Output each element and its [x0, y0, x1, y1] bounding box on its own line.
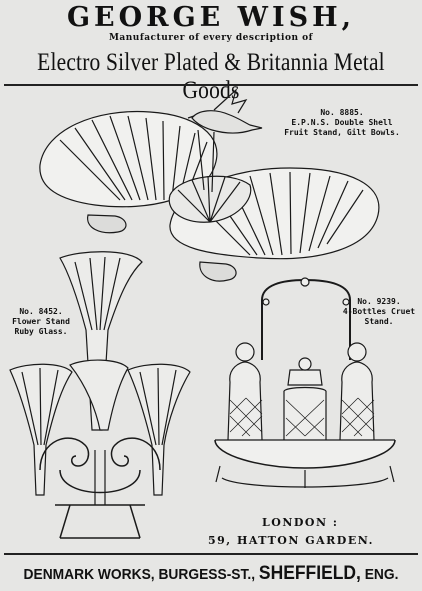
- caption-number: No. 8452.: [19, 307, 63, 316]
- caption-number: No. 9239.: [357, 297, 401, 306]
- caption-flower-stand: No. 8452. Flower Stand Ruby Glass.: [6, 307, 76, 337]
- address-street: 59, HATTON GARDEN.: [208, 534, 374, 547]
- footer-suffix: ENG.: [364, 566, 399, 583]
- footer-town: SHEFFIELD,: [258, 563, 361, 584]
- tagline: Manufacturer of every description of: [108, 33, 314, 43]
- caption-line: 4-Bottles Cruet: [342, 307, 416, 316]
- shell-fruit-stand-illustration: [39, 88, 380, 282]
- header-rule: [4, 84, 418, 86]
- caption-number: No. 8885.: [320, 108, 364, 117]
- caption-cruet-stand: No. 9239. 4-Bottles Cruet Stand.: [340, 297, 418, 327]
- headline: Electro Silver Plated & Britannia Metal …: [37, 49, 385, 104]
- company-name: GEORGE WISH,: [67, 2, 355, 33]
- caption-line: Stand.: [364, 317, 394, 326]
- footer: DENMARK WORKS, BURGESS-ST., SHEFFIELD, E…: [17, 563, 405, 585]
- footer-rule: [4, 553, 418, 555]
- flower-stand-illustration: [9, 251, 191, 539]
- caption-shell-stand: No. 8885. E.P.N.S. Double Shell Fruit St…: [272, 108, 412, 138]
- footer-works: DENMARK WORKS, BURGESS-ST.,: [23, 566, 256, 583]
- caption-line: E.P.N.S. Double Shell: [291, 118, 393, 127]
- cruet-stand-illustration: [214, 277, 396, 488]
- caption-line: Flower Stand: [12, 317, 70, 326]
- address-city: LONDON :: [262, 516, 339, 529]
- caption-line: Ruby Glass.: [14, 327, 68, 336]
- caption-line: Fruit Stand, Gilt Bowls.: [284, 128, 400, 137]
